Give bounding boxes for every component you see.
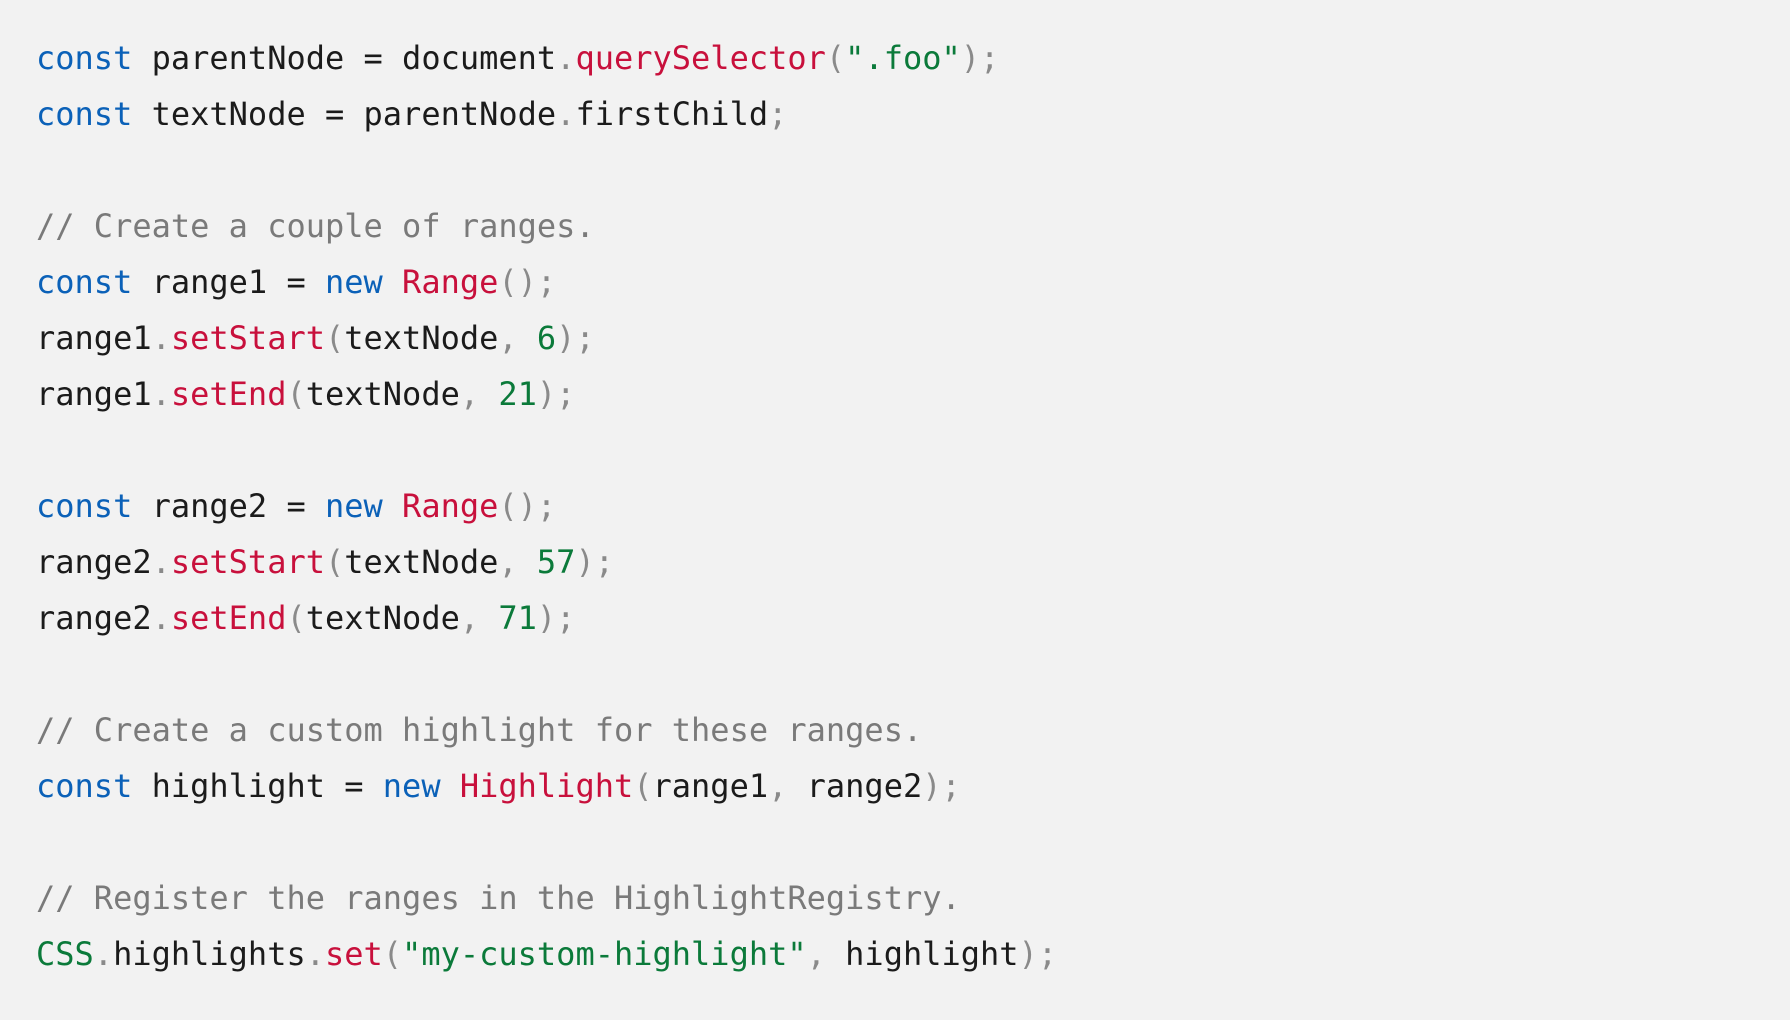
code-line: const range2 = new Range(); [36,478,1756,534]
code-token: ( [286,599,306,637]
code-token: Highlight [459,767,634,805]
code-line: const parentNode = document.querySelecto… [36,30,1756,86]
code-token: ( [633,767,653,805]
code-token: textNode [305,375,460,413]
code-token: range2 [806,767,923,805]
code-token: ( [825,39,846,77]
code-token: range1 = [132,263,325,301]
code-token: , [459,375,499,413]
code-token: // Create a couple of ranges. [36,207,595,245]
code-token: highlight = [132,767,383,805]
code-token: , [806,935,846,973]
code-token: ); [536,375,576,413]
code-token: Range [402,487,499,525]
code-token: textNode [305,599,460,637]
code-token: set [324,935,383,973]
code-line: ​ [36,814,1756,870]
code-token: new [382,767,441,805]
code-line: range1.setEnd(textNode, 21); [36,366,1756,422]
code-token: highlights [113,935,306,973]
code-token: , [459,599,499,637]
code-token: new [324,263,383,301]
code-line: // Create a couple of ranges. [36,198,1756,254]
code-token: const [36,95,133,133]
code-token: // Create a custom highlight for these r… [36,711,923,749]
code-token: ( [286,375,306,413]
code-token: 71 [498,599,537,637]
code-token: ( [324,319,345,357]
code-token: range1 [652,767,769,805]
code-token: , [498,319,537,357]
code-token: range2 = [132,487,325,525]
code-line: const highlight = new Highlight(range1, … [36,758,1756,814]
code-line: // Create a custom highlight for these r… [36,702,1756,758]
code-token: range2 [36,599,152,637]
code-line: range1.setStart(textNode, 6); [36,310,1756,366]
code-token: ( [382,935,403,973]
code-token: ); [922,767,961,805]
code-token: . [93,935,114,973]
code-token: 21 [498,375,537,413]
code-token: setEnd [170,599,287,637]
code-token: 57 [536,543,576,581]
code-token [383,487,402,525]
code-token: const [36,487,133,525]
code-token: highlight [845,935,1019,973]
code-token: , [768,767,807,805]
code-token [441,767,460,805]
code-token: CSS [36,935,94,973]
code-token: // Register the ranges in the HighlightR… [36,879,961,917]
code-line: range2.setStart(textNode, 57); [36,534,1756,590]
code-block: const parentNode = document.querySelecto… [36,30,1756,982]
code-token: . [151,319,171,357]
code-token: textNode = parentNode [132,95,557,133]
code-token: parentNode = document [132,39,557,77]
code-token: setEnd [170,375,287,413]
code-line: const range1 = new Range(); [36,254,1756,310]
code-token: setStart [170,543,325,581]
code-token: , [498,543,537,581]
code-line: ​ [36,422,1756,478]
code-token: ( [324,543,345,581]
code-line: ​ [36,646,1756,702]
code-token: const [36,263,133,301]
code-token: const [36,39,133,77]
code-token: ); [556,319,595,357]
code-line: // Register the ranges in the HighlightR… [36,870,1756,926]
code-line: ​ [36,142,1756,198]
code-token: ); [575,543,614,581]
code-token: ".foo" [845,39,961,77]
code-token: range1 [36,375,152,413]
code-token: (); [498,487,557,525]
code-token: . [151,599,171,637]
code-token: . [556,95,576,133]
code-line: CSS.highlights.set("my-custom-highlight"… [36,926,1756,982]
code-token: ); [960,39,1000,77]
code-token: range2 [36,543,152,581]
code-token: 6 [536,319,557,357]
code-token: querySelector [575,39,826,77]
code-line: range2.setEnd(textNode, 71); [36,590,1756,646]
code-token: textNode [344,319,499,357]
code-token: firstChild [575,95,769,133]
code-token: . [556,39,576,77]
code-token: . [151,543,171,581]
code-token: ); [536,599,576,637]
code-token: . [151,375,171,413]
code-token: "my-custom-highlight" [402,935,807,973]
code-token: setStart [170,319,325,357]
code-line: const textNode = parentNode.firstChild; [36,86,1756,142]
code-token: . [305,935,325,973]
code-token [383,263,402,301]
code-token: ); [1018,935,1058,973]
code-token: const [36,767,133,805]
code-token: new [324,487,383,525]
code-token: textNode [344,543,499,581]
code-token: ; [768,95,788,133]
code-token: range1 [36,319,152,357]
code-token: (); [498,263,557,301]
code-token: Range [402,263,499,301]
